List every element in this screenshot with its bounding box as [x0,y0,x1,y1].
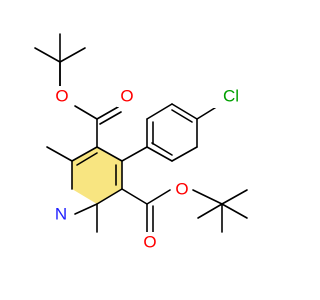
oxygen-ether-bottom-label: O [175,180,188,199]
pyridine-ring-highlight [72,147,122,204]
structure-diagram: Cl N O O O O [34,33,248,254]
oxygen-ether-top-label: O [55,87,68,106]
atom-labels: Cl N O O O O [51,85,243,254]
chlorophenyl-ring [121,103,219,162]
methyl-groups [46,146,98,233]
top-ester-group [34,33,122,148]
oxygen-carbonyl-bottom-label: O [143,233,156,252]
chlorine-label: Cl [223,87,239,106]
pyridine-ring [71,146,123,215]
oxygen-carbonyl-top-label: O [120,87,133,106]
bottom-ester-group [121,188,248,233]
nitrogen-label: N [55,205,67,224]
